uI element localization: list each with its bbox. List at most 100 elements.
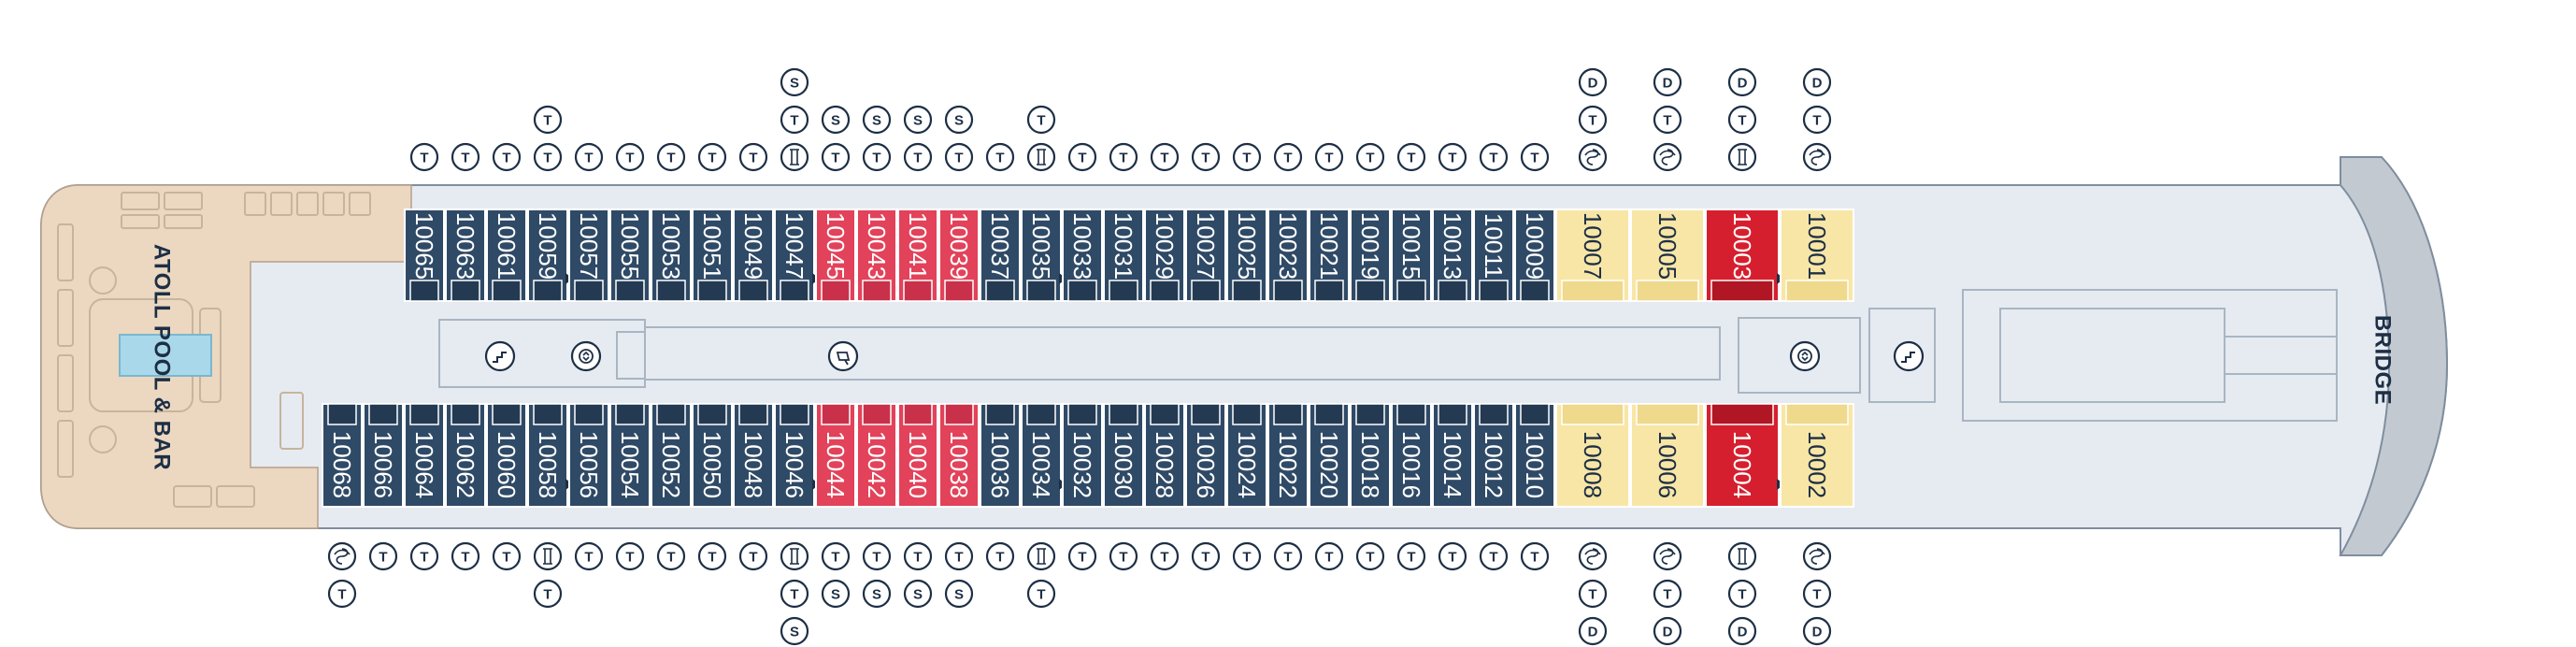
cabin-10063[interactable]: 10063 [445, 208, 486, 302]
cabin-10015[interactable]: 10015 [1391, 208, 1432, 302]
pool-deck-details [57, 192, 371, 508]
cabin-10066[interactable]: 10066 [363, 403, 404, 508]
cabin-10001[interactable]: 10001 [1780, 208, 1854, 302]
cabin-10031[interactable]: 10031 [1103, 208, 1144, 302]
twin-beds-icon: T [1232, 541, 1262, 571]
cabin-number: 10047 [780, 212, 809, 280]
twin-beds-icon: T [1355, 541, 1385, 571]
cabin-10032[interactable]: 10032 [1062, 403, 1103, 508]
twin-beds-icon: T [1438, 541, 1467, 571]
cabin-10057[interactable]: 10057 [568, 208, 609, 302]
cabin-number: 10061 [493, 212, 521, 280]
cabin-10048[interactable]: 10048 [733, 403, 774, 508]
cabin-number: 10005 [1653, 212, 1682, 280]
svg-text:T: T [749, 151, 757, 166]
cabin-number: 10016 [1397, 431, 1425, 498]
cabin-10046[interactable]: 10046 [774, 403, 820, 508]
cabin-10065[interactable]: 10065 [404, 208, 445, 302]
cabin-10068[interactable]: 10068 [322, 403, 363, 508]
cabin-number: 10009 [1521, 212, 1549, 280]
cabin-10045[interactable]: 10045 [815, 208, 856, 302]
cabin-number: 10052 [657, 431, 685, 498]
svg-text:S: S [831, 587, 840, 603]
cabin-10039[interactable]: 10039 [938, 208, 980, 302]
cabin-10049[interactable]: 10049 [733, 208, 774, 302]
cabin-10051[interactable]: 10051 [692, 208, 733, 302]
cabin-10036[interactable]: 10036 [980, 403, 1021, 508]
cabin-10055[interactable]: 10055 [609, 208, 651, 302]
cabin-10019[interactable]: 10019 [1350, 208, 1391, 302]
cabin-number: 10035 [1027, 212, 1055, 280]
cabin-10043[interactable]: 10043 [856, 208, 897, 302]
cabin-10061[interactable]: 10061 [486, 208, 527, 302]
svg-text:T: T [954, 151, 963, 166]
cabin-number: 10053 [657, 212, 685, 280]
cabin-10056[interactable]: 10056 [568, 403, 609, 508]
cabin-10053[interactable]: 10053 [651, 208, 692, 302]
cabin-10037[interactable]: 10037 [980, 208, 1021, 302]
cabin-10010[interactable]: 10010 [1514, 403, 1555, 508]
cabin-10008[interactable]: 10008 [1555, 403, 1630, 508]
sofa-bed-icon: S [944, 105, 974, 135]
cabin-number: 10045 [822, 212, 850, 280]
cabin-10033[interactable]: 10033 [1062, 208, 1103, 302]
cabin-10060[interactable]: 10060 [486, 403, 527, 508]
cabin-10020[interactable]: 10020 [1309, 403, 1350, 508]
cabin-10016[interactable]: 10016 [1391, 403, 1432, 508]
cabin-10004[interactable]: 10004 [1705, 403, 1784, 508]
cabin-10034[interactable]: 10034 [1021, 403, 1066, 508]
cabin-10023[interactable]: 10023 [1267, 208, 1309, 302]
svg-text:S: S [790, 625, 799, 640]
cabin-10009[interactable]: 10009 [1514, 208, 1555, 302]
twin-beds-icon: T [862, 142, 892, 172]
cabin-number: 10042 [863, 431, 891, 498]
cabin-10002[interactable]: 10002 [1780, 403, 1854, 508]
cabin-10047[interactable]: 10047 [774, 208, 820, 302]
cabin-10014[interactable]: 10014 [1432, 403, 1473, 508]
cabin-10012[interactable]: 10012 [1473, 403, 1514, 508]
cabin-10064[interactable]: 10064 [404, 403, 445, 508]
cabin-10021[interactable]: 10021 [1309, 208, 1350, 302]
cabin-10035[interactable]: 10035 [1021, 208, 1066, 302]
cabin-number: 10013 [1438, 212, 1467, 280]
cabin-10027[interactable]: 10027 [1185, 208, 1226, 302]
cabin-10050[interactable]: 10050 [692, 403, 733, 508]
cabin-10005[interactable]: 10005 [1630, 208, 1705, 302]
cabin-10054[interactable]: 10054 [609, 403, 651, 508]
cabin-10028[interactable]: 10028 [1144, 403, 1185, 508]
svg-text:T: T [872, 550, 880, 566]
twin-beds-icon: T [1273, 541, 1303, 571]
cabin-10022[interactable]: 10022 [1267, 403, 1309, 508]
cabin-10018[interactable]: 10018 [1350, 403, 1391, 508]
cabin-number: 10064 [410, 431, 438, 498]
cabin-10062[interactable]: 10062 [445, 403, 486, 508]
cabin-10030[interactable]: 10030 [1103, 403, 1144, 508]
cabin-10026[interactable]: 10026 [1185, 403, 1226, 508]
cabin-10038[interactable]: 10038 [938, 403, 980, 508]
cabin-10044[interactable]: 10044 [815, 403, 856, 508]
cabin-10058[interactable]: 10058 [527, 403, 573, 508]
svg-text:T: T [872, 151, 880, 166]
cabin-10025[interactable]: 10025 [1226, 208, 1267, 302]
svg-text:T: T [461, 151, 469, 166]
twin-beds-icon: T [1520, 142, 1550, 172]
cabin-number: 10055 [616, 212, 644, 280]
cabin-10042[interactable]: 10042 [856, 403, 897, 508]
double-bed-icon: D [1578, 67, 1608, 97]
cabin-10052[interactable]: 10052 [651, 403, 692, 508]
cabin-10006[interactable]: 10006 [1630, 403, 1705, 508]
cabin-10041[interactable]: 10041 [897, 208, 938, 302]
cabin-10059[interactable]: 10059 [527, 208, 573, 302]
cabin-10040[interactable]: 10040 [897, 403, 938, 508]
twin-beds-icon: T [738, 541, 768, 571]
cabin-10013[interactable]: 10013 [1432, 208, 1473, 302]
cabin-10003[interactable]: 10003 [1705, 208, 1784, 302]
svg-text:T: T [1366, 151, 1374, 166]
spa-access-icon [1653, 541, 1682, 571]
cabin-10011[interactable]: 10011 [1473, 208, 1514, 302]
twin-beds-icon: T [697, 541, 727, 571]
cabin-10007[interactable]: 10007 [1555, 208, 1630, 302]
cabin-10029[interactable]: 10029 [1144, 208, 1185, 302]
cabin-10024[interactable]: 10024 [1226, 403, 1267, 508]
